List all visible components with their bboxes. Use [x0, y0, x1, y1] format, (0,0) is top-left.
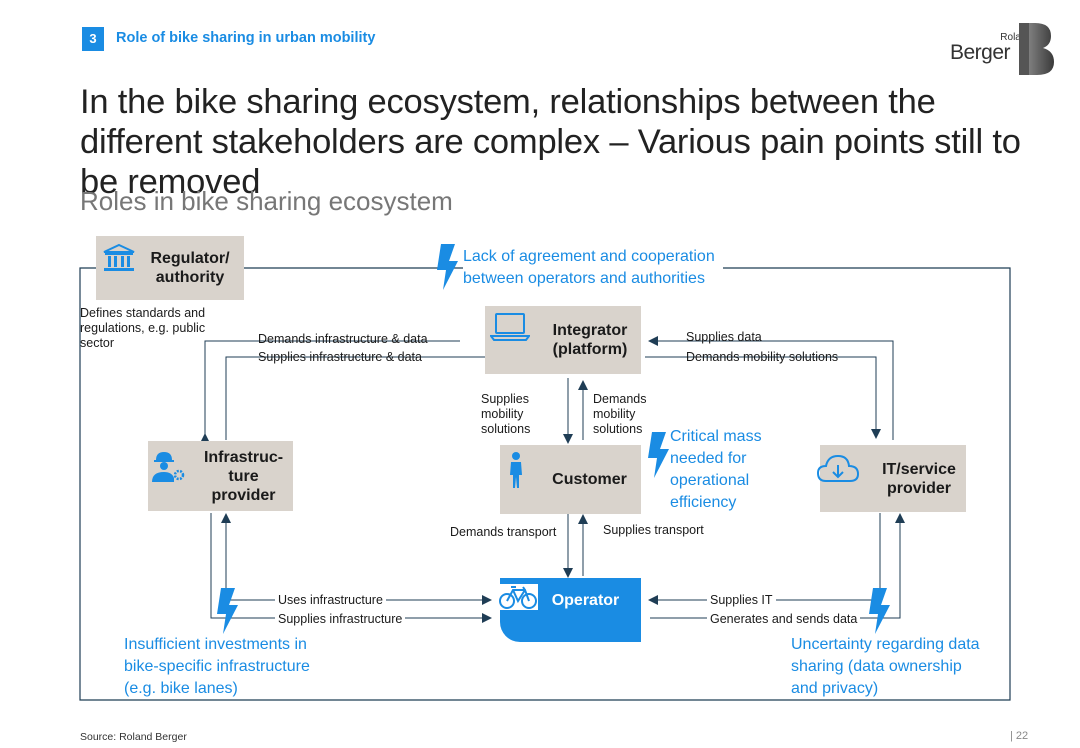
- logo-berger: Berger: [950, 41, 1011, 64]
- node-it-provider-label: IT/service provider: [882, 460, 956, 497]
- label-generates-data: Generates and sends data: [707, 612, 861, 626]
- pain-point-agreement: Lack of agreement and cooperation betwee…: [463, 246, 723, 290]
- node-regulator-label: Regulator/ authority: [150, 250, 230, 286]
- lightning-icon: [869, 588, 890, 634]
- node-integrator-label: Integrator (platform): [552, 322, 628, 358]
- cloud-icon: [816, 454, 860, 482]
- laptop-icon: [490, 313, 530, 341]
- section-number: 3: [82, 27, 104, 51]
- label-supplies-mobility: Supplies mobility solutions: [481, 392, 531, 436]
- label-demands-transport: Demands transport: [450, 525, 557, 539]
- bicycle-icon: [498, 584, 538, 610]
- lightning-icon: [217, 588, 238, 634]
- arrow-demands-mobility-solutions: [645, 356, 881, 439]
- government-building-icon: [103, 243, 135, 271]
- label-demands-infra-data: Demands infrastructure & data: [258, 332, 428, 346]
- lightning-icon: [437, 244, 458, 290]
- label-demands-mobility: Demands mobility solutions: [593, 392, 647, 436]
- label-supplies-infrastructure: Supplies infrastructure: [275, 612, 406, 626]
- section-title: Role of bike sharing in urban mobility: [116, 30, 376, 46]
- label-uses-infrastructure: Uses infrastructure: [275, 593, 386, 607]
- node-it-service-provider: IT/service provider: [820, 445, 966, 512]
- worker-icon: [152, 452, 185, 482]
- person-icon: [510, 452, 522, 488]
- label-demands-mobility-solutions: Demands mobility solutions: [686, 350, 839, 364]
- page-number: | 22: [1010, 730, 1029, 742]
- logo-roland: Roland: [1000, 32, 1032, 43]
- label-supplies-it: Supplies IT: [707, 593, 776, 607]
- roland-berger-logo-icon: [1019, 23, 1054, 75]
- arrow-demands-infra-data: [200, 340, 460, 443]
- pain-point-critical-mass: Critical mass needed for operational eff…: [670, 428, 762, 511]
- label-supplies-data: Supplies data: [686, 330, 762, 344]
- label-supplies-infra-data: Supplies infrastructure & data: [258, 350, 422, 364]
- node-infrastructure-label: Infrastruc- ture provider: [203, 448, 284, 504]
- page-number-value: 22: [1015, 730, 1029, 742]
- node-customer: Customer: [500, 445, 641, 514]
- arrow-supplies-infra-data: [225, 352, 500, 440]
- frame-line: [79, 267, 1011, 701]
- label-supplies-transport: Supplies transport: [603, 523, 704, 537]
- page-subtitle: Roles in bike sharing ecosystem: [80, 186, 453, 216]
- lightning-icon: [648, 432, 669, 478]
- arrow-supplies-data: [648, 336, 894, 440]
- node-customer-label: Customer: [552, 471, 627, 488]
- node-operator-label: Operator: [551, 591, 620, 609]
- pain-point-investments: Insufficient investments in bike-specifi…: [124, 636, 310, 697]
- page-title: In the bike sharing ecosystem, relations…: [80, 83, 1021, 201]
- pain-point-data-sharing: Uncertainty regarding data sharing (data…: [791, 636, 980, 697]
- source-note: Source: Roland Berger: [80, 731, 187, 743]
- regulator-description: Defines standards and regulations, e.g. …: [80, 306, 206, 350]
